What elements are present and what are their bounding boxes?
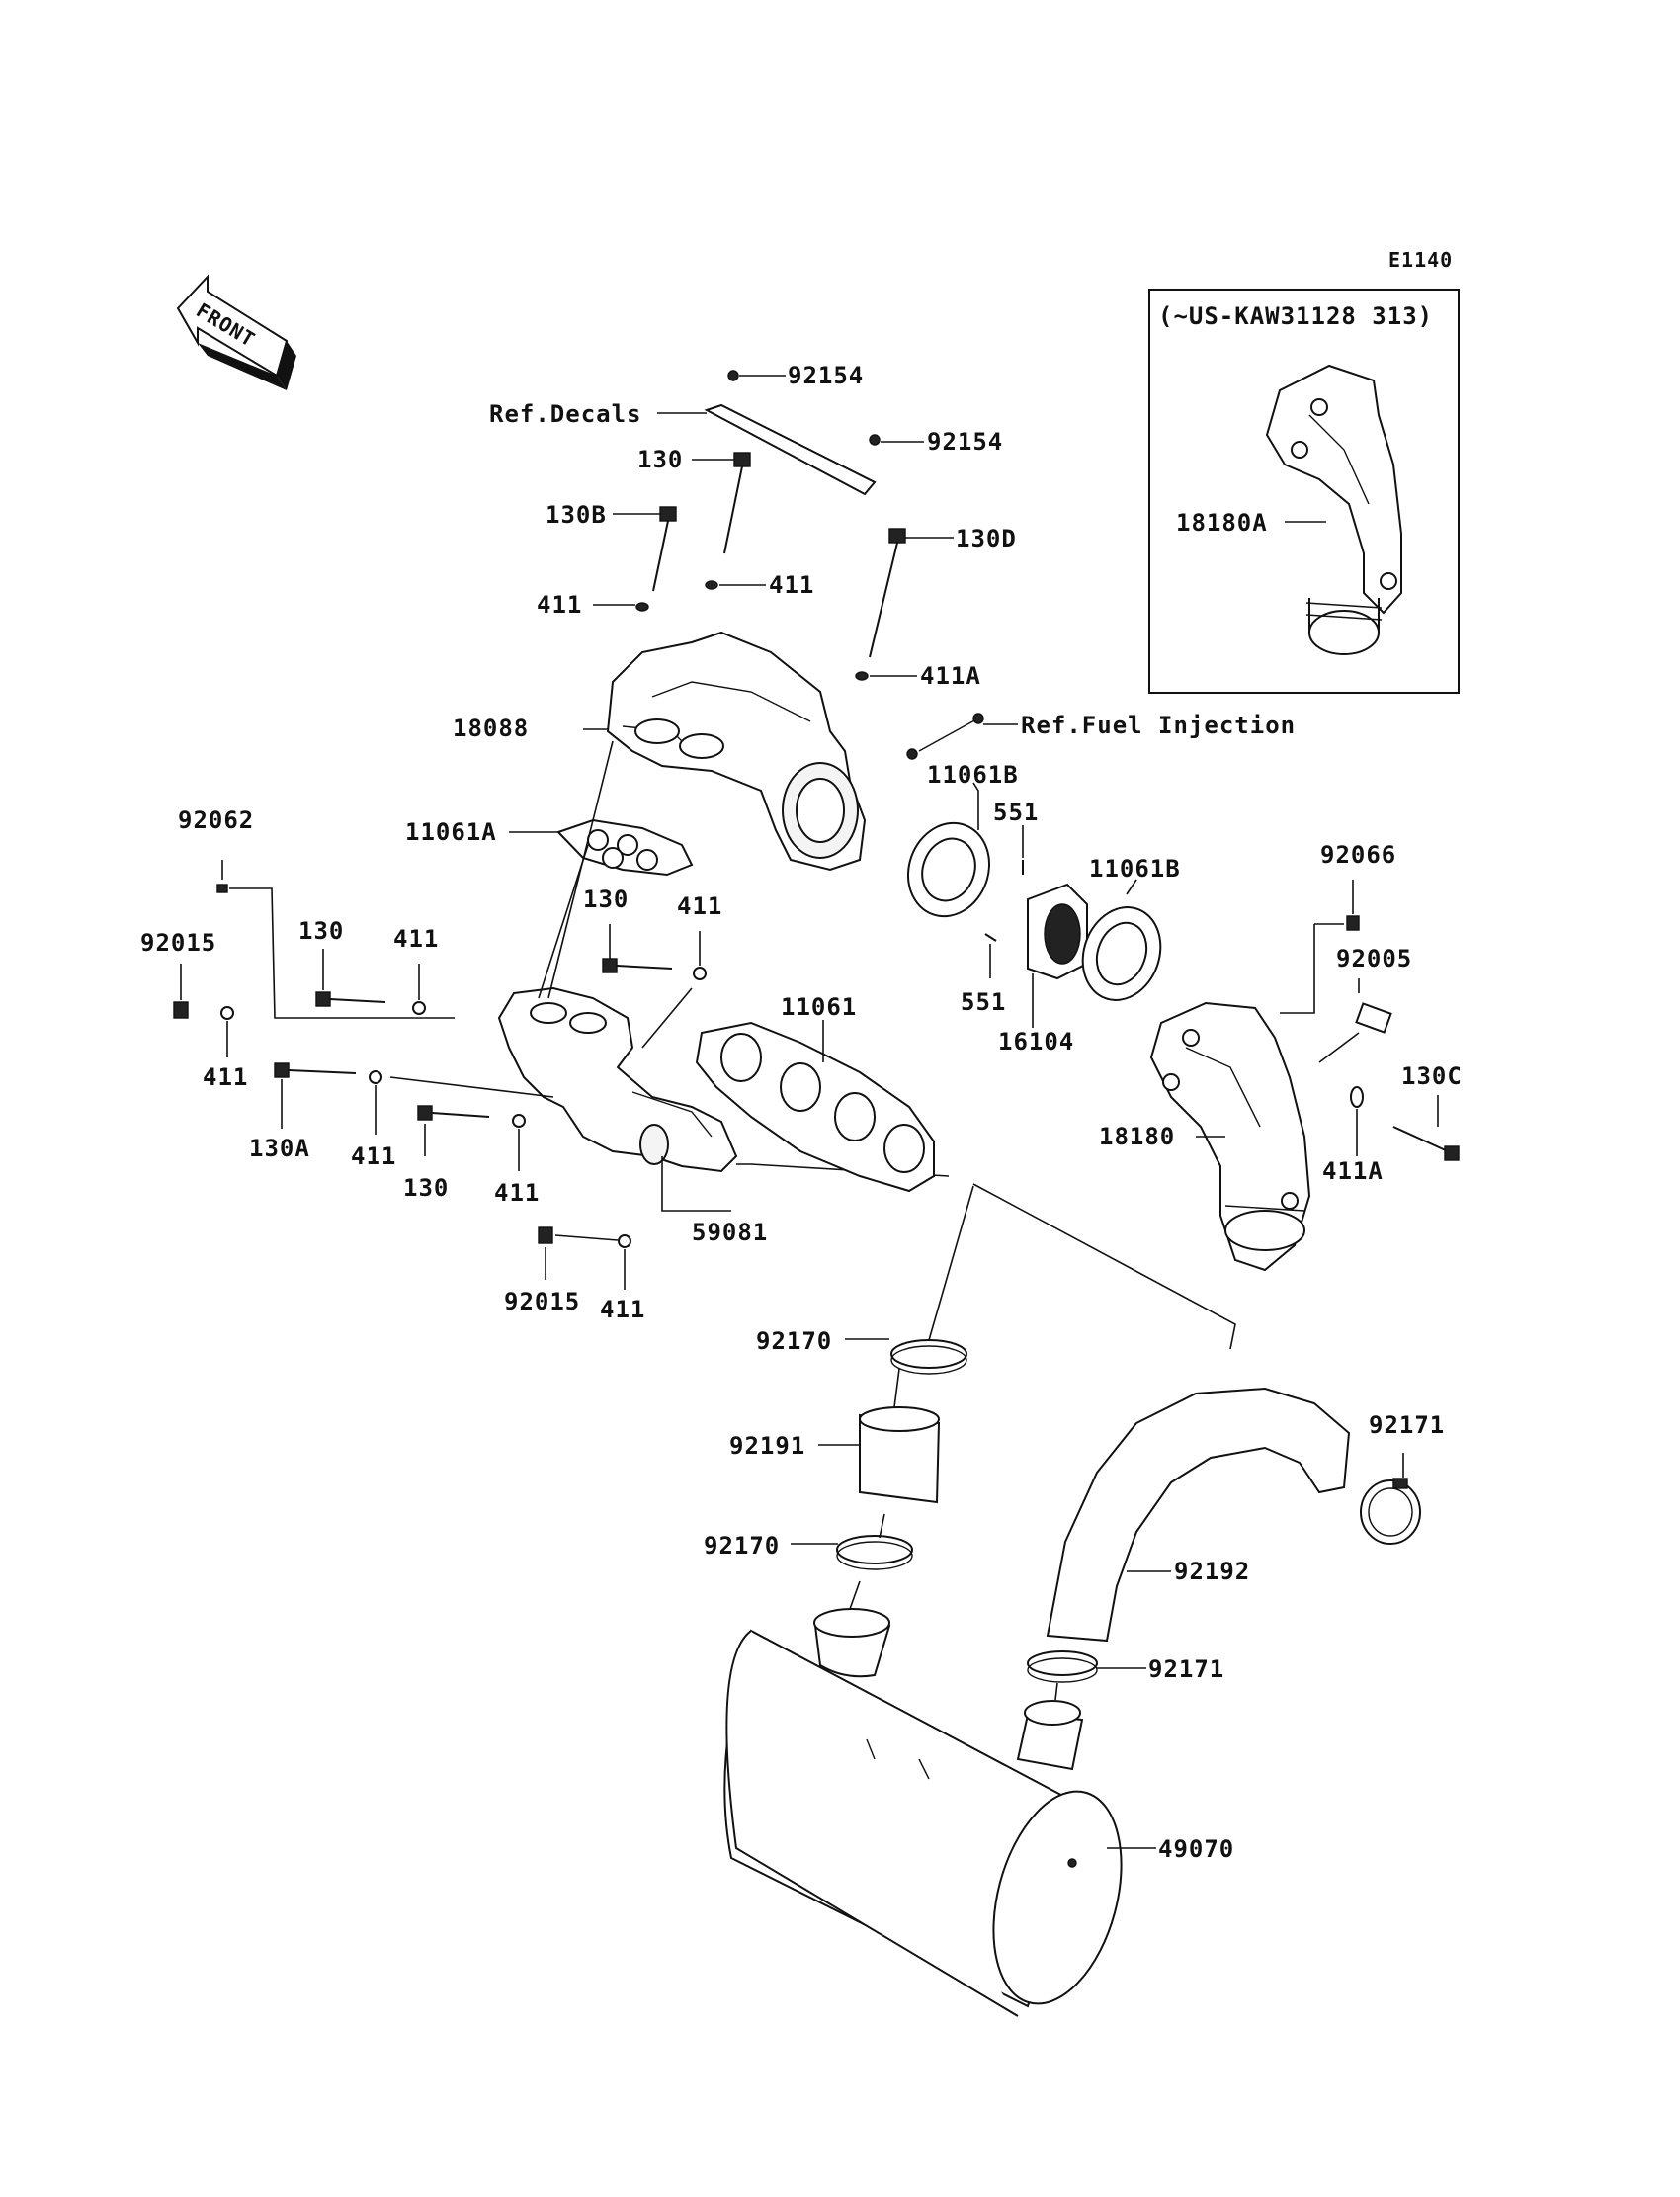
- clamp-92170-lower: 92170: [704, 1513, 913, 1570]
- washer-411-low: 411: [494, 1114, 540, 1207]
- svg-text:11061A: 11061A: [405, 818, 497, 846]
- svg-text:411: 411: [351, 1142, 396, 1170]
- svg-text:92062: 92062: [178, 806, 254, 834]
- svg-text:92170: 92170: [704, 1532, 780, 1560]
- svg-text:92154: 92154: [927, 428, 1003, 456]
- bolt-130c: 130C: [1392, 1062, 1463, 1161]
- bolt-130-low: 130: [403, 1105, 490, 1202]
- nut-92015-upper: 92015: [140, 929, 216, 1019]
- muffler-49070: 49070: [723, 1580, 1234, 2017]
- svg-text:49070: 49070: [1158, 1835, 1234, 1863]
- stud-92062: 92062: [178, 806, 455, 1019]
- svg-text:18088: 18088: [453, 715, 529, 742]
- decal-plate: Ref.Decals: [489, 400, 877, 496]
- svg-text:411: 411: [769, 571, 814, 599]
- washer-411-left-low: 411: [203, 1006, 248, 1091]
- washer-411-bottom: 411: [600, 1234, 645, 1323]
- washer-411-130a: 411: [351, 1070, 554, 1170]
- variant-box-title: (~US-KAW31128 313): [1158, 302, 1433, 330]
- svg-text:59081: 59081: [692, 1219, 768, 1246]
- svg-text:411: 411: [494, 1179, 540, 1207]
- svg-text:411: 411: [537, 591, 582, 619]
- svg-text:11061: 11061: [781, 993, 857, 1021]
- svg-text:16104: 16104: [998, 1028, 1074, 1056]
- svg-text:130D: 130D: [956, 525, 1017, 552]
- pin-551-lower: 551: [961, 933, 1006, 1016]
- gasket-11061a: 11061A: [405, 818, 694, 877]
- variant-box: (~US-KAW31128 313) 18180A: [1148, 289, 1460, 694]
- ref-decals-label: Ref.Decals: [489, 400, 642, 428]
- svg-text:11061B: 11061B: [927, 761, 1019, 789]
- exhaust-manifold-59081: 59081: [497, 986, 950, 1246]
- svg-text:130: 130: [637, 446, 683, 473]
- svg-text:92171: 92171: [1148, 1655, 1224, 1683]
- washer-411-mid: 411: [677, 892, 722, 980]
- gasket-11061b-upper: 11061B: [906, 761, 1019, 918]
- screw-92154-right: 92154: [869, 428, 1003, 456]
- svg-text:551: 551: [961, 988, 1006, 1016]
- svg-text:130: 130: [583, 886, 629, 913]
- pin-551-upper: 551: [993, 799, 1039, 875]
- svg-text:130B: 130B: [546, 501, 607, 529]
- svg-text:411: 411: [677, 892, 722, 920]
- bolt-92066: 92066: [1314, 841, 1396, 931]
- washer-411-center: 411: [705, 571, 814, 599]
- washer-411a-top: 411A: [855, 662, 981, 690]
- svg-text:130: 130: [403, 1174, 449, 1202]
- svg-text:92015: 92015: [140, 929, 216, 957]
- washer-411-left: 411: [537, 591, 649, 619]
- component-16104: 16104: [998, 883, 1088, 1056]
- nut-92015-lower: 92015: [504, 1226, 619, 1315]
- bolt-130-left: 130: [298, 917, 386, 1007]
- fitting-92005: 92005: [1280, 924, 1412, 1063]
- variant-part-label: 18180A: [1176, 509, 1268, 537]
- svg-text:92191: 92191: [729, 1432, 805, 1460]
- svg-text:130A: 130A: [249, 1135, 310, 1162]
- svg-text:18180: 18180: [1099, 1123, 1175, 1150]
- bolt-130d: 130D: [869, 525, 1017, 658]
- sleeve-92191: 92191: [729, 1368, 941, 1504]
- svg-text:411A: 411A: [1322, 1157, 1384, 1185]
- svg-text:411: 411: [203, 1063, 248, 1091]
- svg-text:551: 551: [993, 799, 1039, 826]
- clamp-92170-upper: 92170: [756, 1185, 974, 1375]
- gasket-11061: 11061: [695, 993, 935, 1193]
- svg-text:130: 130: [298, 917, 344, 945]
- svg-text:Ref.Fuel Injection: Ref.Fuel Injection: [1021, 712, 1296, 739]
- svg-text:11061B: 11061B: [1089, 855, 1181, 883]
- svg-text:92192: 92192: [1174, 1558, 1250, 1585]
- bolt-130-top: 130: [637, 446, 751, 554]
- hose-92192: 92192: [1046, 1387, 1351, 1643]
- svg-text:130C: 130C: [1401, 1062, 1463, 1090]
- clamp-92171-lower: 92171: [1027, 1650, 1224, 1683]
- svg-text:411: 411: [600, 1296, 645, 1323]
- svg-text:92005: 92005: [1336, 945, 1412, 972]
- svg-text:411A: 411A: [920, 662, 981, 690]
- gasket-11061b-lower: 11061B: [1081, 855, 1181, 1001]
- front-arrow-icon: FRONT: [176, 274, 296, 390]
- washer-411a-right: 411A: [1322, 1086, 1384, 1185]
- elbow-pipe-18180: 18180: [972, 1001, 1311, 1350]
- svg-text:92015: 92015: [504, 1288, 580, 1315]
- exhaust-manifold-18088: 18088: [453, 631, 867, 872]
- clamp-92171-upper: 92171: [1360, 1411, 1445, 1545]
- svg-text:92170: 92170: [756, 1327, 832, 1355]
- bolt-130b: 130B: [546, 501, 677, 592]
- svg-text:92154: 92154: [788, 362, 864, 389]
- svg-text:411: 411: [393, 925, 439, 953]
- svg-text:92171: 92171: [1369, 1411, 1445, 1439]
- bolt-130a: 130A: [249, 1062, 357, 1162]
- bolt-130-mid: 130: [583, 886, 673, 973]
- svg-text:92066: 92066: [1320, 841, 1396, 869]
- washer-411-left-upper: 411: [393, 925, 439, 1015]
- diagram-code: E1140: [1388, 248, 1453, 272]
- fuel-injection-ref: Ref.Fuel Injection: [906, 712, 1296, 760]
- elbow-pipe-18180a: [1265, 364, 1402, 615]
- screw-92154-top: 92154: [727, 362, 864, 389]
